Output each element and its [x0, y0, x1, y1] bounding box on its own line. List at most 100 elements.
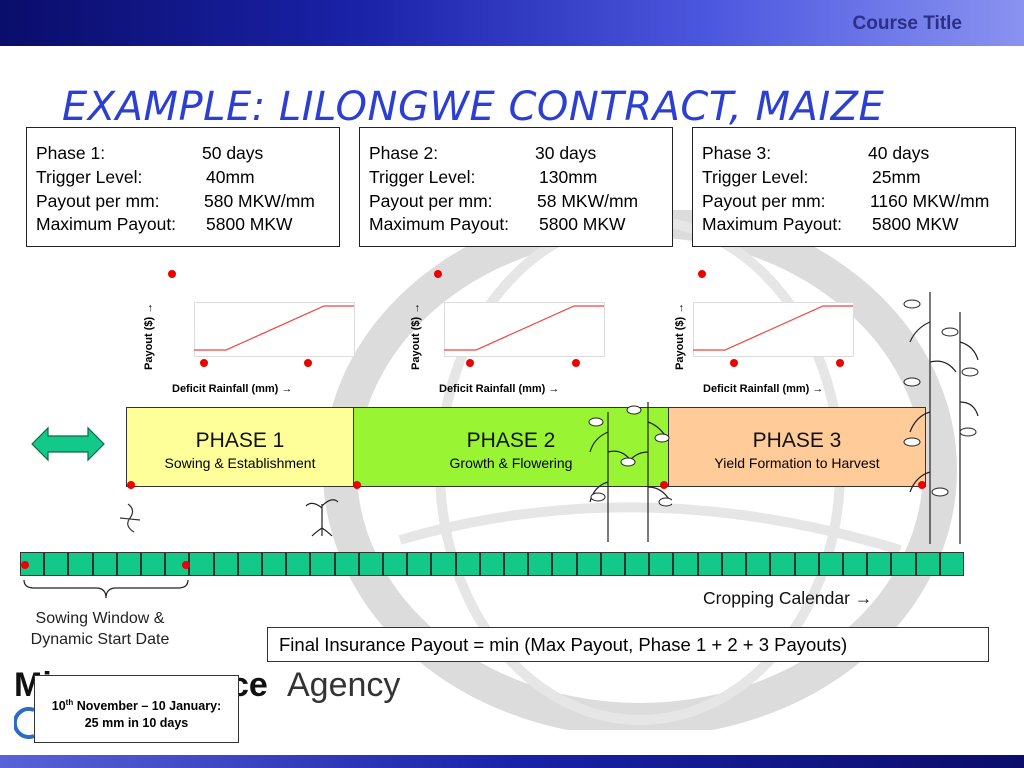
payout-chart-2	[444, 302, 605, 357]
calendar-cell	[721, 552, 747, 576]
calendar-cell	[600, 552, 626, 576]
marker-dot	[918, 481, 926, 489]
phase-3-box: Phase 3: 40 days Trigger Level: 25mm Payou…	[692, 127, 1016, 247]
calendar-cell	[891, 552, 916, 576]
calendar-cell	[431, 552, 456, 576]
max-value: 5800 MKW	[872, 214, 959, 235]
calendar-cell	[915, 552, 940, 576]
calendar-cell	[528, 552, 553, 576]
marker-dot	[168, 270, 176, 278]
deficit-axis-label-1: Deficit Rainfall (mm) →	[172, 383, 293, 395]
footer-band	[0, 755, 1024, 768]
deficit-axis-label-3: Deficit Rainfall (mm) →	[703, 383, 824, 395]
calendar-cell	[141, 552, 166, 576]
payout-axis-label-3: Payout ($) →	[674, 302, 686, 370]
header-band	[0, 0, 1024, 46]
trigger-label: Trigger Level:	[702, 166, 809, 187]
marker-dot	[434, 270, 442, 278]
phase-bar-subtitle: Growth & Flowering	[449, 455, 573, 471]
marker-dot	[127, 481, 135, 489]
calendar-cell	[383, 552, 408, 576]
footer-gap	[0, 752, 570, 755]
calendar-cell	[44, 552, 69, 576]
calendar-cell	[649, 552, 674, 576]
marker-dot	[200, 359, 208, 367]
marker-dot	[182, 561, 190, 569]
sowing-label-line2: Dynamic Start Date	[30, 631, 170, 648]
maize-plant-icon	[588, 402, 672, 542]
cropping-calendar-label: Cropping Calendar →	[703, 588, 873, 608]
calendar-cell	[794, 552, 819, 576]
calendar-cell	[455, 552, 480, 576]
phase-1-box: Phase 1: 50 days Trigger Level: 40mm Payou…	[26, 127, 340, 247]
calendar-cell	[842, 552, 868, 576]
phase-name: Phase 3:	[702, 143, 772, 163]
deficit-axis-label-2: Deficit Rainfall (mm) →	[439, 383, 560, 395]
course-title: Course Title	[852, 13, 962, 34]
trigger-label: Trigger Level:	[36, 166, 143, 187]
calendar-cell	[479, 552, 505, 576]
maize-plant-icon	[903, 292, 979, 544]
marker-dot	[730, 359, 738, 367]
phase-3-bar: PHASE 3 Yield Formation to Harvest	[668, 407, 926, 487]
payout-formula: Final Insurance Payout = min (Max Payout…	[267, 627, 989, 662]
logo-globe-icon	[14, 707, 35, 739]
phase-days: 30 days	[535, 143, 597, 163]
phase-2-box: Phase 2:30 days Trigger Level:130mm Payo…	[359, 127, 673, 247]
calendar-cell	[334, 552, 359, 576]
slide-title: EXAMPLE: LILONGWE CONTRACT, MAIZE	[62, 84, 885, 130]
payout-value: 58 MKW/mm	[537, 190, 639, 211]
phase-bar-subtitle: Sowing & Establishment	[164, 455, 316, 471]
sowing-window-label: Sowing Window & Dynamic Start Date	[2, 608, 198, 650]
phase-1-bar: PHASE 1 Sowing & Establishment	[126, 407, 354, 487]
trigger-value: 25mm	[872, 166, 921, 187]
phase-name: Phase 1:	[36, 143, 106, 163]
marker-dot	[353, 481, 361, 489]
payout-label: Payout per mm:	[36, 190, 160, 211]
calendar-cell	[262, 552, 287, 576]
trigger-value: 130mm	[539, 166, 598, 187]
payout-label: Payout per mm:	[702, 190, 826, 211]
payout-chart-1	[194, 302, 355, 357]
seed-sprout-icon	[119, 503, 141, 533]
trigger-value: 40mm	[206, 166, 255, 187]
calendar-cell	[770, 552, 795, 576]
phase-days: 40 days	[868, 143, 930, 163]
window-day: 10	[51, 699, 66, 714]
phase-days: 50 days	[202, 143, 264, 163]
max-label: Maximum Payout:	[369, 214, 510, 235]
marker-dot	[21, 561, 29, 569]
phase-name: Phase 2:	[369, 143, 439, 163]
logo-agency-word: Agency	[287, 666, 401, 704]
calendar-cell	[697, 552, 722, 576]
marker-dot	[466, 359, 474, 367]
sowing-brace	[23, 579, 189, 599]
window-dates: November – 10 January:	[73, 699, 222, 714]
calendar-cell	[189, 552, 214, 576]
cropping-calendar	[20, 552, 964, 576]
payout-value: 580 MKW/mm	[204, 190, 315, 211]
calendar-cell	[68, 552, 93, 576]
max-value: 5800 MKW	[206, 214, 293, 235]
calendar-cell	[358, 552, 384, 576]
calendar-cell	[552, 552, 577, 576]
payout-value: 1160 MKW/mm	[870, 190, 990, 211]
max-value: 5800 MKW	[539, 214, 626, 235]
calendar-cell	[867, 552, 892, 576]
sowing-label-line1: Sowing Window &	[35, 610, 165, 627]
max-label: Maximum Payout:	[36, 214, 177, 235]
calendar-cell	[673, 552, 698, 576]
marker-dot	[836, 359, 844, 367]
calendar-cell	[576, 552, 601, 576]
marker-dot	[660, 481, 668, 489]
payout-chart-3	[693, 302, 854, 357]
calendar-cell	[407, 552, 432, 576]
marker-dot	[572, 359, 580, 367]
payout-axis-label-2: Payout ($) →	[410, 302, 422, 370]
calendar-cell	[746, 552, 771, 576]
calendar-cell	[625, 552, 650, 576]
phase-bar-title: PHASE 2	[466, 429, 556, 452]
max-label: Maximum Payout:	[702, 214, 843, 235]
calendar-cell	[92, 552, 117, 576]
calendar-cell	[116, 552, 142, 576]
